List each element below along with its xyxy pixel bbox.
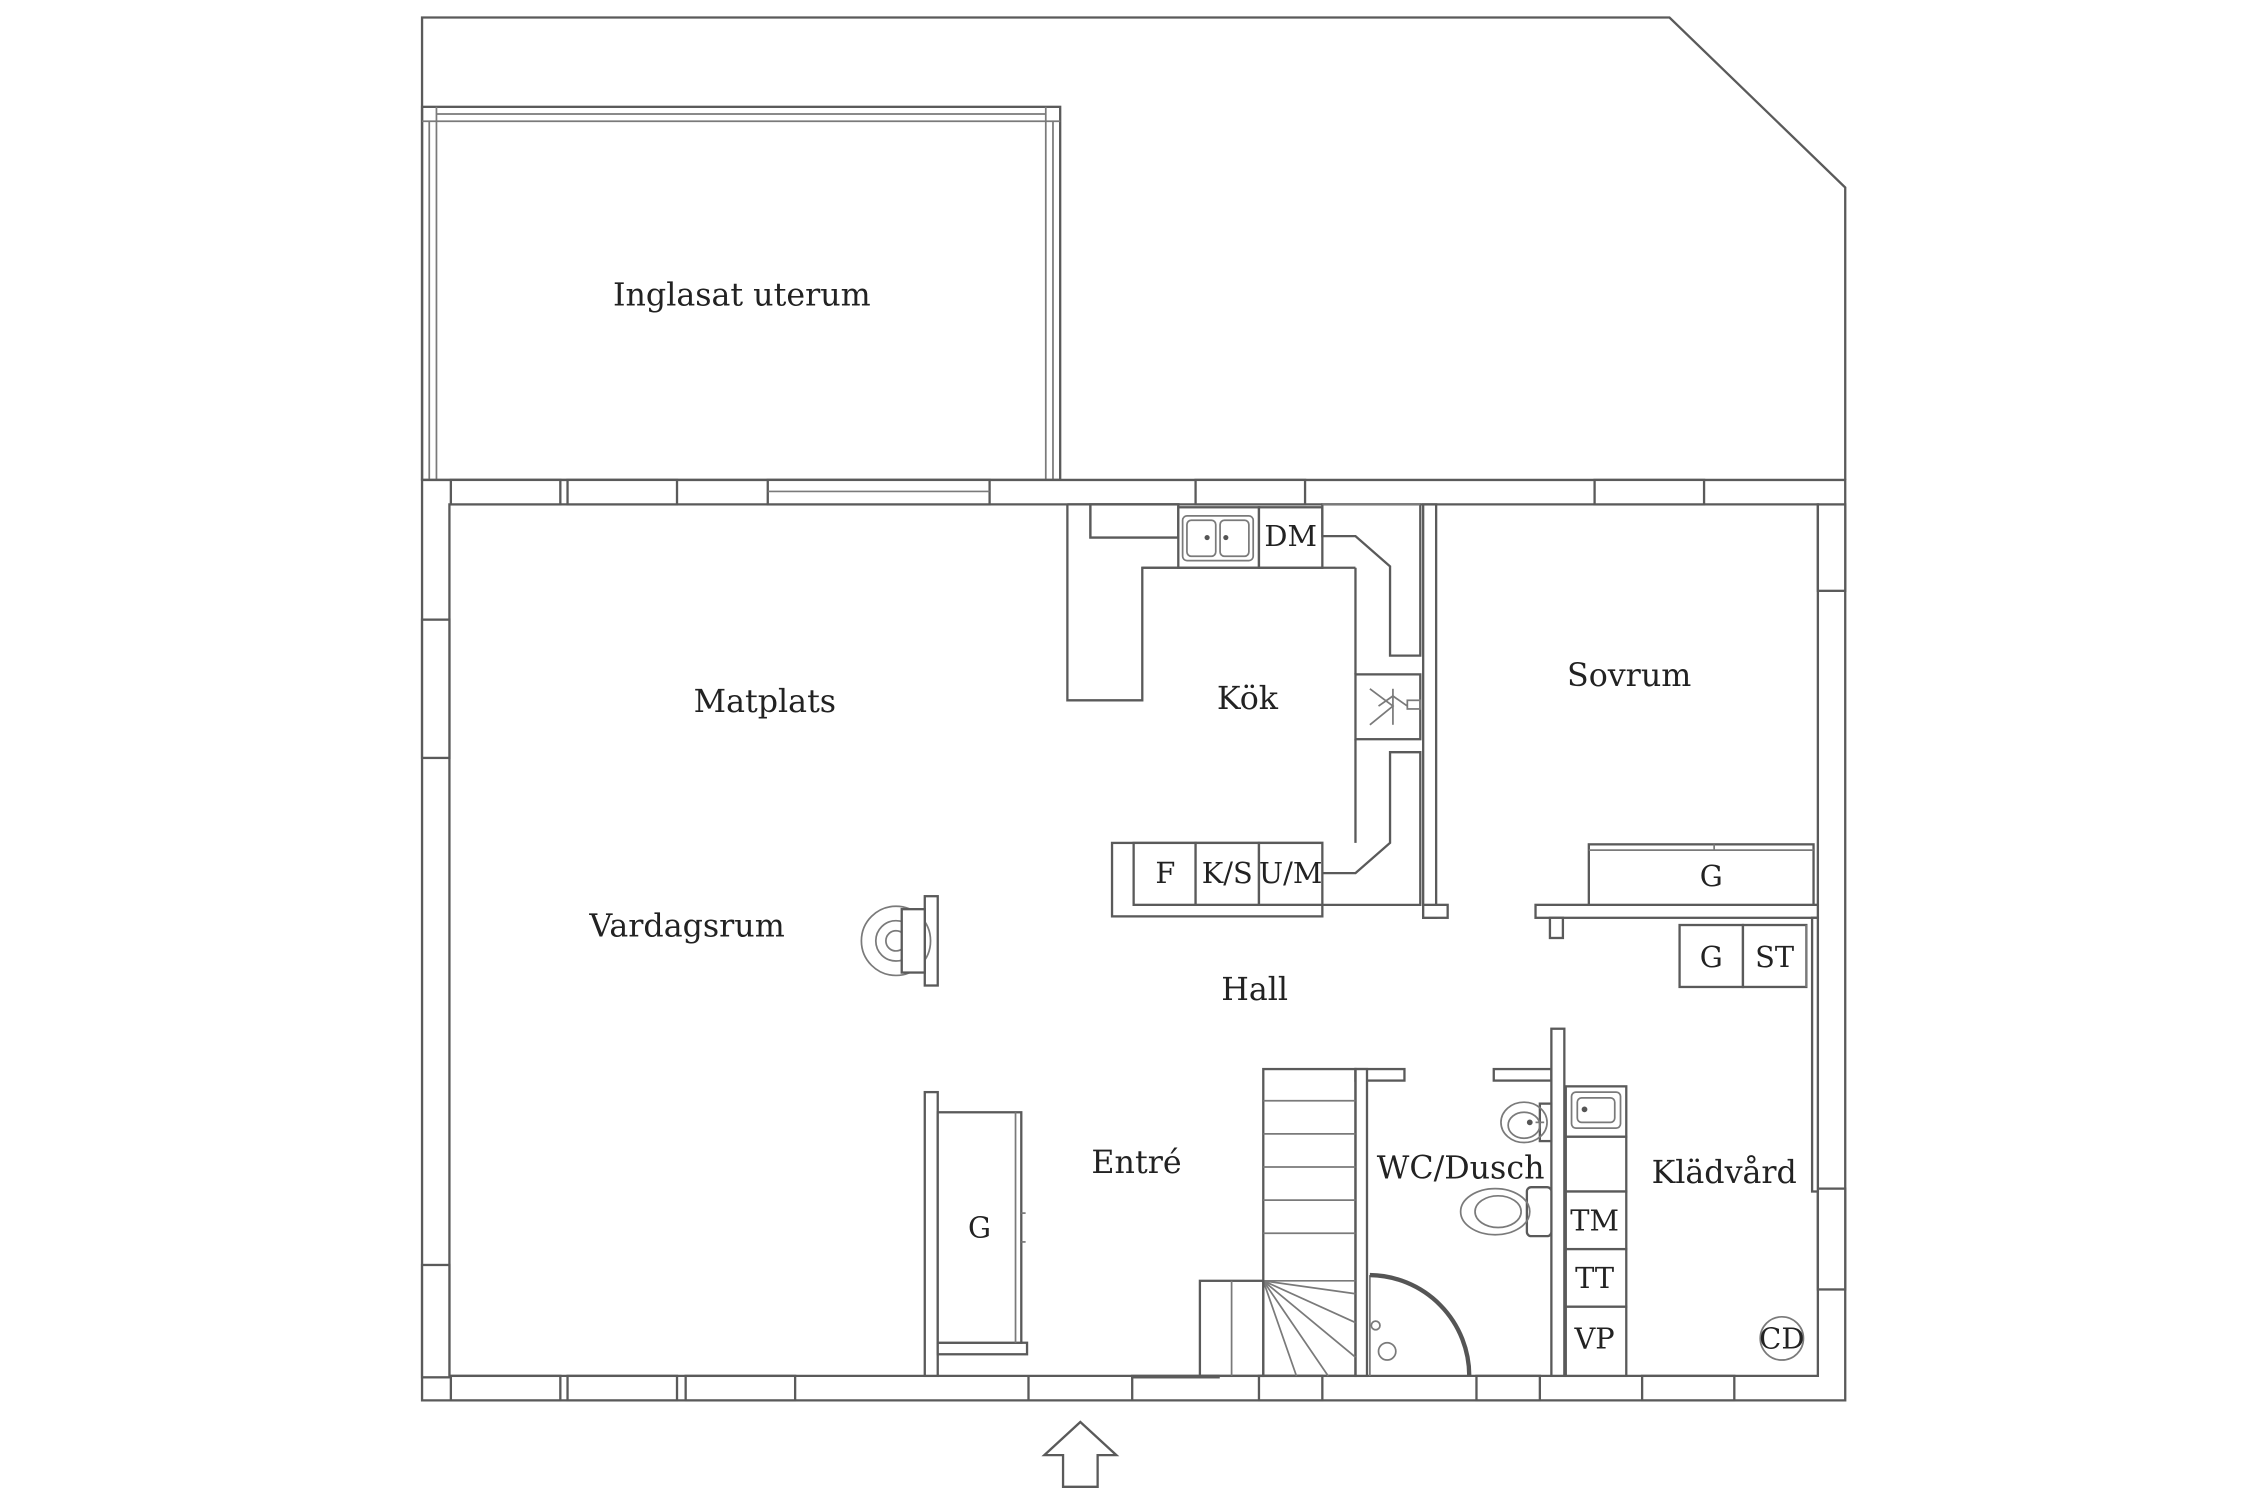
fireplace-icon	[860, 895, 939, 987]
entrance-arrow-icon	[1041, 1420, 1120, 1488]
fixture-label-cd: CD	[1759, 1322, 1804, 1356]
room-label-vardagsrum: Vardagsrum	[588, 909, 784, 945]
fixture-label-f: F	[1155, 856, 1175, 890]
fixture-label-tt: TT	[1575, 1261, 1614, 1295]
fixture-label-um: U/M	[1259, 856, 1322, 890]
fixture-label-st: ST	[1755, 940, 1794, 974]
room-label-kok: Kök	[1217, 681, 1279, 717]
room-label-sovrum: Sovrum	[1567, 658, 1691, 694]
fixture-label-vp: VP	[1573, 1322, 1614, 1356]
hall-wardrobe	[1678, 923, 1808, 989]
fixture-label-tm: TM	[1570, 1203, 1619, 1237]
bedroom-wardrobe	[1587, 843, 1815, 907]
staircase	[1198, 1067, 1357, 1378]
shower-icon	[1369, 1272, 1472, 1376]
toilet-icon	[1459, 1186, 1553, 1238]
plot-boundary	[420, 16, 1847, 480]
washbasin-icon	[1500, 1101, 1553, 1144]
bathroom	[1369, 1101, 1553, 1376]
fixture-label-ks: K/S	[1202, 856, 1253, 890]
room-label-entre: Entré	[1091, 1145, 1181, 1181]
room-label-uterum: Inglasat uterum	[613, 278, 871, 314]
entrance-wardrobe	[936, 1111, 1026, 1344]
laundry	[1564, 1085, 1805, 1378]
kitchen-sink-icon	[1181, 515, 1255, 562]
stove-hood-icon	[1369, 688, 1422, 726]
exterior-walls	[420, 478, 1847, 1402]
room-label-matplats: Matplats	[694, 684, 836, 720]
fixture-label-dm: DM	[1264, 519, 1317, 553]
room-label-kladvard: Klädvård	[1652, 1155, 1797, 1191]
kitchen	[1066, 503, 1422, 918]
fixture-label-g-entre: G	[968, 1211, 991, 1245]
utility-sink-icon	[1570, 1091, 1622, 1129]
fixture-label-g-sovrum: G	[1700, 859, 1723, 893]
cd-circle	[1759, 1315, 1805, 1361]
room-label-wc: WC/Dusch	[1377, 1151, 1545, 1187]
room-label-hall: Hall	[1221, 972, 1288, 1008]
fixture-label-g-hall: G	[1700, 940, 1723, 974]
